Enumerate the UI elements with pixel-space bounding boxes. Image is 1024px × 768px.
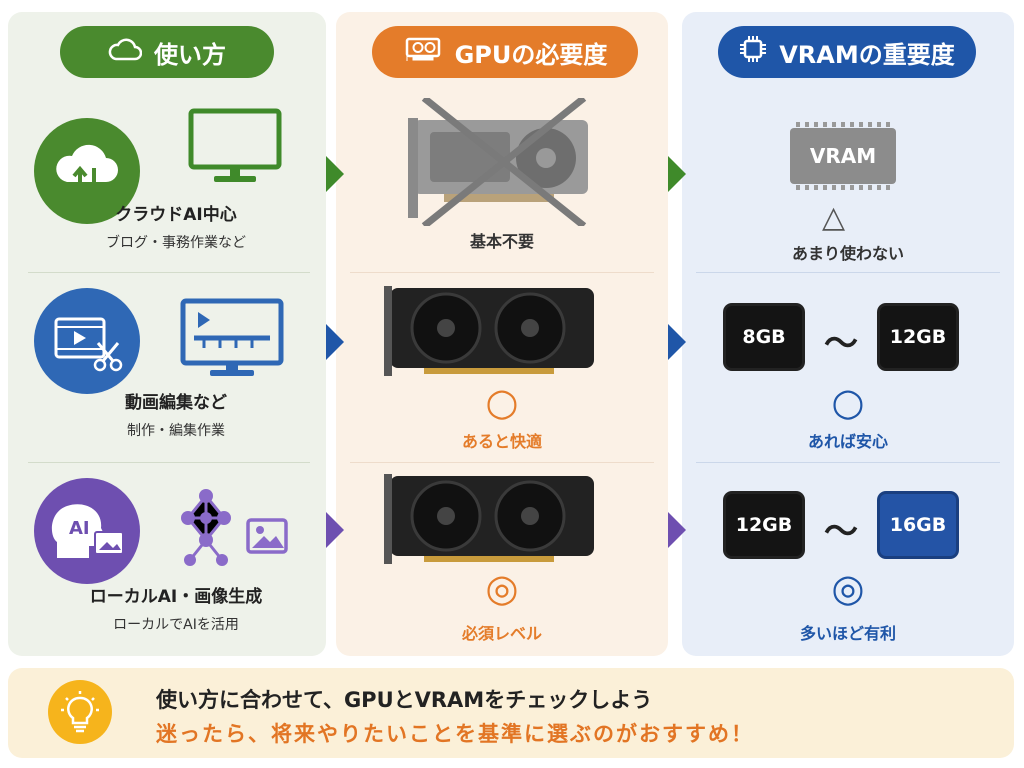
gpu-crossed-out <box>404 95 604 230</box>
vram-chip-from: 8GB <box>726 306 802 368</box>
arrow-right-icon <box>326 512 344 548</box>
vram-chip-gray: VRAM <box>784 122 902 190</box>
banner-headline: 使い方に合わせて、GPUとVRAMをチェックしよう <box>156 688 653 712</box>
timeline-monitor-icon <box>180 298 284 382</box>
arrow-right-icon <box>668 156 686 192</box>
vram-chip-from: 12GB <box>726 494 802 556</box>
gpu-card <box>384 284 600 384</box>
vram-label: 多いほど有利 <box>799 624 896 643</box>
vram-label: あれば安心 <box>807 432 888 451</box>
range-separator: 〜 <box>824 324 858 364</box>
usage-header-label: 使い方 <box>154 40 226 69</box>
row-divider <box>350 462 654 463</box>
rating-symbol: ○ <box>831 380 865 424</box>
video-edit-icon <box>34 288 140 394</box>
vram-chip-label: VRAM <box>790 128 896 184</box>
row-divider <box>28 462 310 463</box>
arrow-right-icon <box>668 324 686 360</box>
row-divider <box>28 272 310 273</box>
neural-network-icon <box>170 488 290 572</box>
vram-chip-to: 16GB <box>880 494 956 556</box>
vram-label: あまり使わない <box>791 244 904 263</box>
gpu-label: 基本不要 <box>469 232 534 251</box>
desktop-monitor-icon <box>188 108 282 188</box>
usage-header: 使い方 <box>60 26 274 78</box>
gpu-header: GPUの必要度 <box>372 26 638 78</box>
gpu-card <box>384 472 600 572</box>
rating-symbol: △ <box>822 200 846 235</box>
cloud-outline-icon <box>108 37 143 67</box>
usage-title: 動画編集など <box>125 393 227 413</box>
banner-advice: 迷ったら、将来やりたいことを基準に選ぶのがおすすめ！ <box>156 722 754 746</box>
rating-symbol: ◎ <box>831 566 865 610</box>
row-divider <box>696 462 1000 463</box>
usage-title: クラウドAI中心 <box>115 205 237 225</box>
memory-chip-icon <box>739 35 767 69</box>
tip-banner <box>8 668 1014 758</box>
graphics-card-icon <box>403 36 443 68</box>
row-divider <box>696 272 1000 273</box>
rating-symbol: ◎ <box>485 566 519 610</box>
gpu-label: あると快適 <box>461 432 542 451</box>
gpu-header-label: GPUの必要度 <box>454 40 608 69</box>
rating-symbol: ○ <box>485 380 519 424</box>
arrow-right-icon <box>668 512 686 548</box>
ai-head-icon: AI <box>34 478 140 584</box>
arrow-right-icon <box>326 156 344 192</box>
cloud-sync-icon <box>34 118 140 224</box>
usage-subtitle: ローカルでAIを活用 <box>113 617 239 633</box>
usage-subtitle: 制作・編集作業 <box>127 423 225 439</box>
row-divider <box>350 272 654 273</box>
gpu-label: 必須レベル <box>461 624 542 643</box>
ai-icon-text: AI <box>69 518 90 539</box>
vram-chip-to: 12GB <box>880 306 956 368</box>
usage-title: ローカルAI・画像生成 <box>89 587 263 607</box>
usage-subtitle: ブログ・事務作業など <box>106 235 246 251</box>
arrow-right-icon <box>326 324 344 360</box>
range-separator: 〜 <box>824 512 858 552</box>
vram-header-label: VRAMの重要度 <box>779 40 955 69</box>
lightbulb-icon <box>48 680 112 744</box>
vram-header: VRAMの重要度 <box>718 26 976 78</box>
